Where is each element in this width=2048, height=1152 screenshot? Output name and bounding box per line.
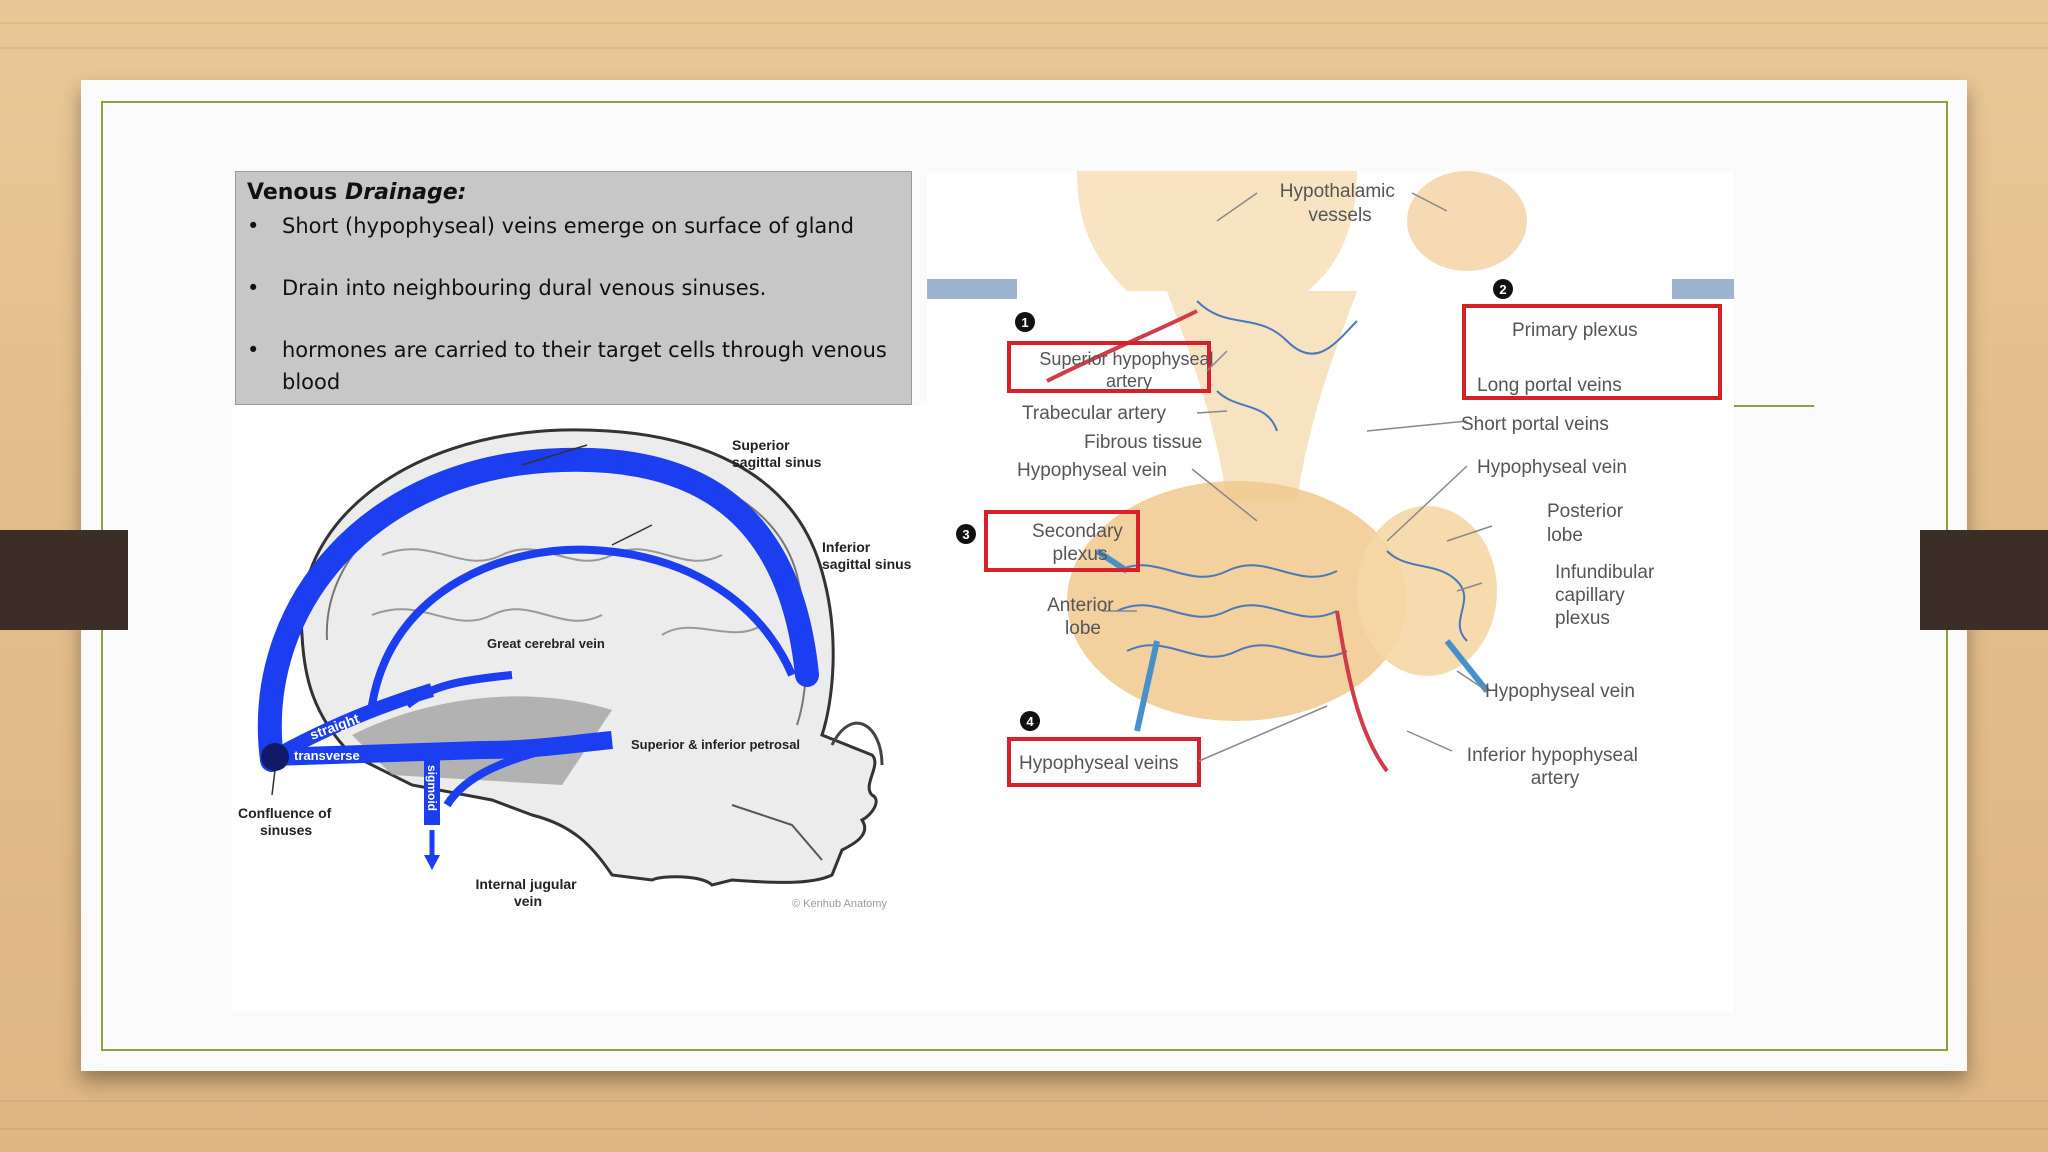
label-hyp-vein-left: Hypophyseal vein (1017, 460, 1167, 481)
svg-text:4: 4 (1026, 714, 1034, 729)
skull-diagram: Superior sagittal sinus Inferior sagitta… (238, 428, 912, 910)
label-posterior-lobe: Posterior lobe (1547, 501, 1628, 546)
bullet-text: Drain into neighbouring dural venous sin… (282, 276, 767, 300)
marker-1: 1 (1015, 312, 1035, 332)
label-secondary-plexus: Secondary plexus (1032, 521, 1128, 565)
label-jugular: Internal jugular vein (475, 876, 580, 909)
label-long-portal: Long portal veins (1477, 375, 1622, 396)
marker-3: 3 (956, 524, 976, 544)
svg-text:3: 3 (962, 527, 969, 542)
label-hyp-vein-right: Hypophyseal vein (1477, 457, 1627, 478)
leader-line (521, 444, 588, 466)
label-primary-plexus: Primary plexus (1512, 320, 1638, 341)
label-great-cerebral: Great cerebral vein (487, 636, 605, 651)
bullet-dot: • (247, 276, 260, 300)
face-outline (830, 721, 884, 766)
capillary-mesh (1116, 300, 1468, 658)
pituitary-vessels-figure: 1 2 3 4 Hypothalamic vessels Superior hy… (927, 171, 1734, 1013)
label-fibrous: Fibrous tissue (1084, 432, 1202, 453)
petrosal-sinus (443, 741, 564, 808)
decor-green-line (1734, 405, 1814, 407)
pituitary-diagram: 1 2 3 4 Hypothalamic vessels Superior hy… (927, 171, 1734, 789)
leader-line (271, 769, 276, 796)
superior-sagittal-sinus (257, 447, 819, 772)
label-inferior-sagittal: Inferior sagittal sinus (822, 539, 912, 572)
venous-drainage-textbox: Venous Drainage: • Short (hypophyseal) v… (235, 171, 912, 405)
leader-line (611, 524, 653, 546)
label-infundibular: Infundibular capillary plexus (1555, 562, 1660, 629)
bullet-dot: • (247, 338, 260, 362)
label-hypothalamic: Hypothalamic vessels (1280, 181, 1400, 226)
svg-text:1: 1 (1021, 315, 1028, 330)
pituitary-stalk (1167, 291, 1357, 501)
svg-text:2: 2 (1499, 282, 1506, 297)
marker-2: 2 (1493, 279, 1513, 299)
title-plain: Venous (247, 180, 338, 205)
binder-tab-left (0, 530, 128, 630)
label-superior-sagittal: Superior sagittal sinus (732, 437, 822, 470)
title-italic: Drainage: (344, 180, 467, 205)
box-primary-plexus (1462, 304, 1722, 400)
box-hyp-veins (1007, 737, 1201, 787)
optic-region (1407, 171, 1527, 271)
inferior-artery-vessel (1335, 610, 1389, 773)
marker-4: 4 (1020, 711, 1040, 731)
bullet-text: Short (hypophyseal) veins emerge on surf… (282, 214, 854, 238)
straight-sinus (273, 683, 435, 762)
confluence-marker (261, 743, 289, 771)
inferior-sagittal-sinus (368, 545, 796, 706)
brain-fold (371, 608, 603, 622)
hypothalamus-region (1077, 171, 1357, 291)
jaw-line (731, 804, 823, 861)
bullet-dot: • (247, 214, 260, 238)
figure-watermark: © Kenhub Anatomy (792, 898, 887, 910)
label-confluence: Confluence of sinuses (238, 805, 335, 838)
skull-venous-sinus-figure: Superior sagittal sinus Inferior sagitta… (232, 405, 938, 1013)
label-hyp-veins: Hypophyseal veins (1019, 753, 1178, 774)
label-sigmoid: sigmoid (425, 765, 439, 811)
tentorium-region (352, 696, 612, 785)
label-superior-hyp-artery: Superior hypophyseal artery (1039, 349, 1218, 391)
box-superior-hyp-artery (1007, 341, 1211, 393)
label-inferior-hyp-artery: Inferior hypophyseal artery (1467, 745, 1643, 789)
box-secondary-plexus (984, 510, 1140, 572)
label-petrosal: Superior & inferior petrosal (631, 737, 800, 752)
label-transverse: transverse (294, 748, 360, 763)
hypophyseal-vein (1444, 639, 1490, 693)
label-short-portal: Short portal veins (1461, 414, 1609, 435)
bullet-text: hormones are carried to their target cel… (282, 338, 887, 394)
label-trabecular: Trabecular artery (1022, 403, 1166, 424)
hypophyseal-vein (1095, 548, 1129, 574)
hypophyseal-vein (1134, 640, 1160, 732)
decor-bar-left (927, 279, 1017, 299)
brain-fold (661, 624, 763, 636)
leader-lines (1102, 192, 1493, 762)
textbox-title: Venous Drainage: (247, 180, 466, 205)
binder-tab-right (1920, 530, 2048, 630)
label-anterior-lobe: Anterior lobe (1047, 595, 1119, 639)
label-hyp-vein-lower: Hypophyseal vein (1485, 681, 1635, 702)
jugular-arrow-head (424, 855, 440, 870)
decor-bar-right (1672, 279, 1734, 299)
